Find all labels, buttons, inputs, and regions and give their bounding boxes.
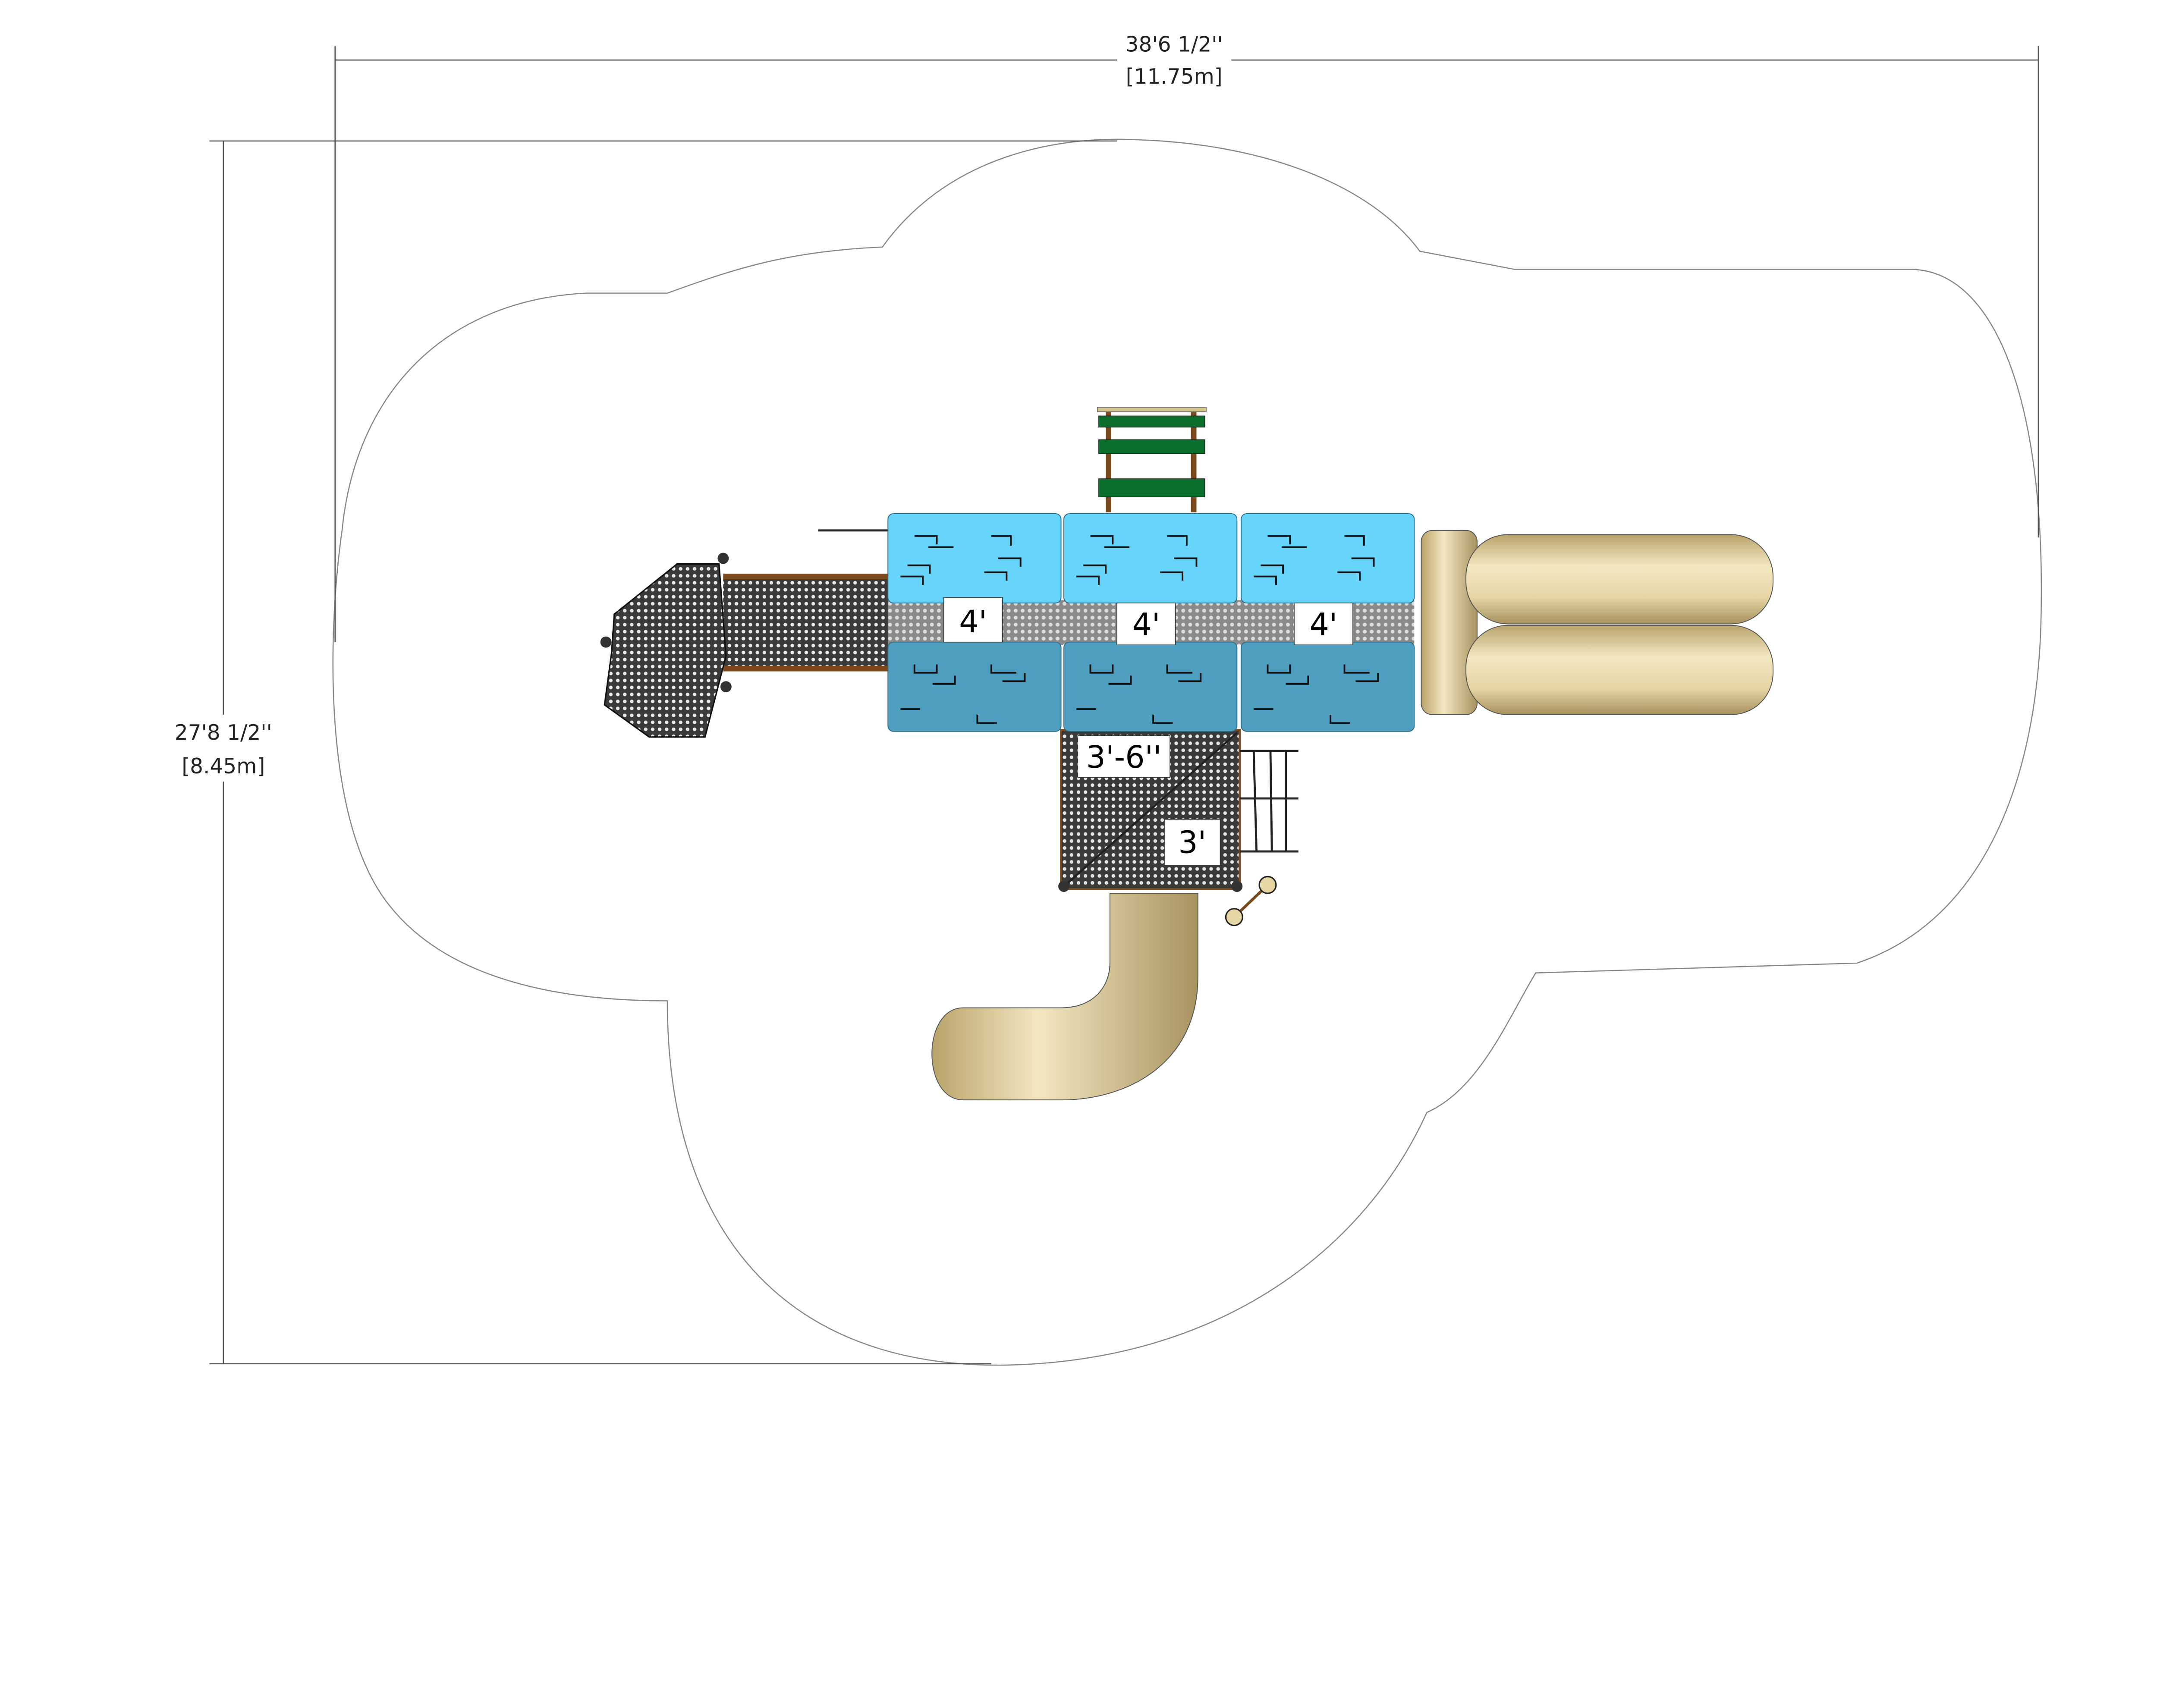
deck-height-label-step: 3'	[1164, 819, 1221, 866]
rung-climber	[1239, 750, 1299, 853]
deck-height-text: 4'	[1132, 606, 1160, 642]
double-tube-slide	[1421, 530, 1773, 715]
deck-height-text: 3'	[1178, 824, 1206, 860]
left-platform	[604, 563, 727, 738]
playground-plan: 38'6 1/2'' [11.75m] 27'8 1/2'' [8.45m]	[174, 32, 2042, 1366]
deck-height-label-2: 4'	[1116, 603, 1176, 645]
use-zone-outline	[332, 138, 2042, 1366]
width-imperial-label: 38'6 1/2''	[1126, 33, 1223, 57]
deck-height-label-1: 4'	[943, 597, 1003, 643]
depth-imperial-label: 27'8 1/2''	[175, 721, 272, 745]
deck-height-text: 4'	[959, 604, 987, 640]
deck-height-text: 4'	[1310, 606, 1338, 642]
climbing-ladder	[1097, 407, 1207, 512]
depth-dimension	[209, 140, 1117, 1365]
curved-slide	[931, 893, 1198, 1101]
left-bridge	[723, 529, 888, 672]
deck-height-label-3: 4'	[1294, 603, 1353, 645]
depth-metric-label: [8.45m]	[182, 754, 265, 779]
deck-height-text: 3'-6''	[1086, 739, 1162, 775]
platform-posts	[600, 553, 732, 693]
deck-height-label-lower: 3'-6''	[1077, 735, 1170, 778]
steering-panel	[1225, 876, 1277, 926]
width-metric-label: [11.75m]	[1126, 65, 1223, 89]
